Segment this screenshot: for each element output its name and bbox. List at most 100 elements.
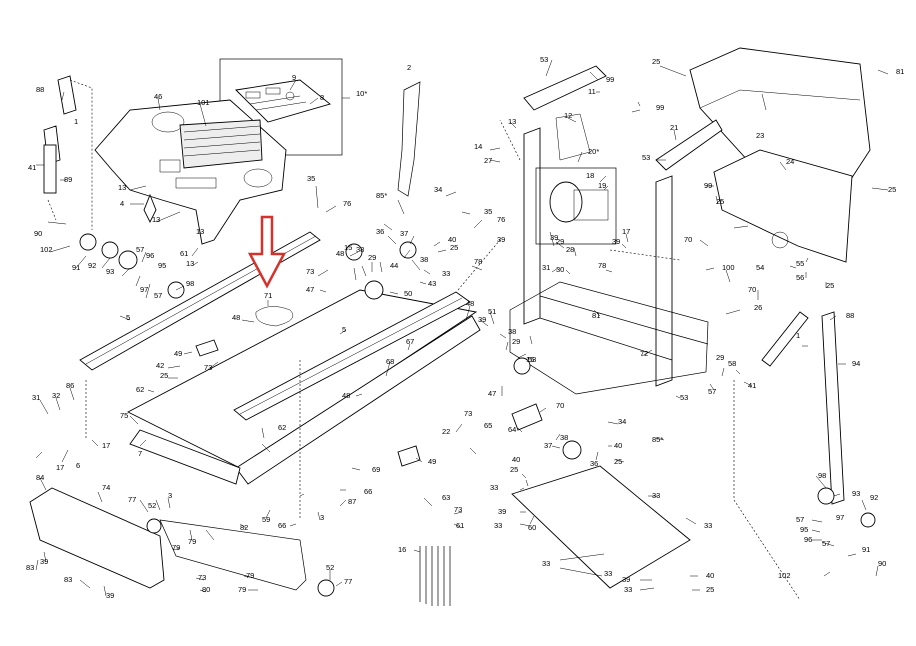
callout-c25d: 25 bbox=[716, 197, 724, 206]
callout-c53c: 53 bbox=[528, 355, 536, 364]
callout-c25c: 25 bbox=[652, 57, 660, 66]
callout-c5a: 5 bbox=[126, 313, 130, 322]
callout-c19: 19 bbox=[598, 181, 606, 190]
callout-c13b: 13 bbox=[152, 215, 160, 224]
callout-c96a: 96 bbox=[146, 251, 154, 260]
callout-c71: 71 bbox=[264, 291, 272, 300]
callout-c13a: 13 bbox=[118, 183, 126, 192]
callout-c33g: 33 bbox=[604, 569, 612, 578]
callout-c92a: 92 bbox=[88, 261, 96, 270]
callout-c39e: 39 bbox=[612, 237, 620, 246]
callout-c39h: 39 bbox=[622, 575, 630, 584]
callout-c30: 30 bbox=[556, 265, 564, 274]
callout-c97b: 97 bbox=[836, 513, 844, 522]
console-control-panel bbox=[235, 79, 331, 123]
callout-c35a: 35 bbox=[307, 174, 315, 183]
callout-c37b: 37 bbox=[544, 441, 552, 450]
callout-c33h: 33 bbox=[624, 585, 632, 594]
callout-c25i: 25 bbox=[706, 585, 714, 594]
callout-c76b: 76 bbox=[497, 215, 505, 224]
callout-c62b: 62 bbox=[278, 423, 286, 432]
callout-c40b: 40 bbox=[614, 441, 622, 450]
callout-c99a: 99 bbox=[606, 75, 614, 84]
callout-c66a: 66 bbox=[364, 487, 372, 496]
left-handrail bbox=[43, 75, 93, 230]
callout-c31b: 31 bbox=[542, 263, 550, 272]
callout-c70b: 70 bbox=[748, 285, 756, 294]
line-art bbox=[29, 47, 889, 606]
callout-c88a: 88 bbox=[36, 85, 44, 94]
callout-c8: 8 bbox=[320, 93, 324, 102]
callout-c54: 54 bbox=[756, 263, 764, 272]
callout-c86: 86 bbox=[66, 381, 74, 390]
callout-c38a: 38 bbox=[420, 255, 428, 264]
callout-c7: 7 bbox=[138, 449, 142, 458]
callout-c25h: 25 bbox=[510, 465, 518, 474]
callout-c66b: 66 bbox=[278, 521, 286, 530]
callout-c40d: 40 bbox=[706, 571, 714, 580]
callout-c72: 72 bbox=[640, 349, 648, 358]
callout-c25f: 25 bbox=[826, 281, 834, 290]
callout-c10: 10* bbox=[356, 89, 367, 98]
callout-c40c: 40 bbox=[512, 455, 520, 464]
wire-harness bbox=[397, 81, 421, 197]
callout-c6: 6 bbox=[76, 461, 80, 470]
deck-frame bbox=[127, 289, 481, 485]
callout-c69: 69 bbox=[372, 465, 380, 474]
callout-c13d: 13 bbox=[186, 259, 194, 268]
callout-c32: 32 bbox=[52, 391, 60, 400]
callout-c68: 68 bbox=[386, 357, 394, 366]
incline-frame bbox=[159, 519, 307, 591]
callout-c48d: 48 bbox=[466, 299, 474, 308]
callout-c17b: 17 bbox=[56, 463, 64, 472]
callout-c53d: 53 bbox=[680, 393, 688, 402]
callout-c60: 60 bbox=[528, 523, 536, 532]
callout-c43: 43 bbox=[428, 279, 436, 288]
callout-c83b: 83 bbox=[64, 575, 72, 584]
callout-c21: 21 bbox=[670, 123, 678, 132]
callout-c53a: 53 bbox=[540, 55, 548, 64]
callout-c81b: 81 bbox=[592, 311, 600, 320]
callout-c77b: 77 bbox=[344, 577, 352, 586]
callout-c97a: 97 bbox=[140, 285, 148, 294]
callout-c100: 100 bbox=[722, 263, 735, 272]
callout-c41a: 41 bbox=[28, 163, 36, 172]
callout-c95b: 95 bbox=[800, 525, 808, 534]
callout-c34b: 34 bbox=[618, 417, 626, 426]
callout-c29a: 29 bbox=[368, 253, 376, 262]
pulley-inset-box bbox=[535, 167, 617, 245]
callout-c65: 65 bbox=[484, 421, 492, 430]
callout-c96b: 96 bbox=[804, 535, 812, 544]
callout-c83a: 83 bbox=[26, 563, 34, 572]
callout-c11: 11 bbox=[588, 87, 596, 96]
callout-c63: 63 bbox=[442, 493, 450, 502]
callout-c12: 12 bbox=[564, 111, 572, 120]
callout-c56: 56 bbox=[796, 273, 804, 282]
callout-c79d: 79 bbox=[238, 585, 246, 594]
callout-c15a: 15 bbox=[344, 243, 352, 252]
callout-c39d: 39 bbox=[550, 233, 558, 242]
callout-c1a: 1 bbox=[74, 117, 78, 126]
console-housing bbox=[94, 99, 287, 245]
callout-c48a: 48 bbox=[336, 249, 344, 258]
callout-c48b: 48 bbox=[232, 313, 240, 322]
callout-c80: 80 bbox=[202, 585, 210, 594]
callout-c44: 44 bbox=[390, 261, 398, 270]
callout-c13c: 13 bbox=[196, 227, 204, 236]
callout-c25e: 25 bbox=[888, 185, 896, 194]
callout-c53b: 53 bbox=[642, 153, 650, 162]
callout-c85a: 85* bbox=[376, 191, 387, 200]
red-arrow-indicator bbox=[247, 215, 287, 289]
callout-c33c: 33 bbox=[652, 491, 660, 500]
callout-c16: 16 bbox=[398, 545, 406, 554]
motor-bracket bbox=[713, 149, 853, 263]
callout-c39f: 39 bbox=[478, 315, 486, 324]
callout-c91a: 91 bbox=[72, 263, 80, 272]
callout-c73e: 73 bbox=[454, 505, 462, 514]
callout-c25g: 25 bbox=[614, 457, 622, 466]
callout-c34a: 34 bbox=[434, 185, 442, 194]
callout-c38b: 38 bbox=[356, 245, 364, 254]
callout-c70c: 70 bbox=[556, 401, 564, 410]
callout-c29b: 29 bbox=[556, 237, 564, 246]
